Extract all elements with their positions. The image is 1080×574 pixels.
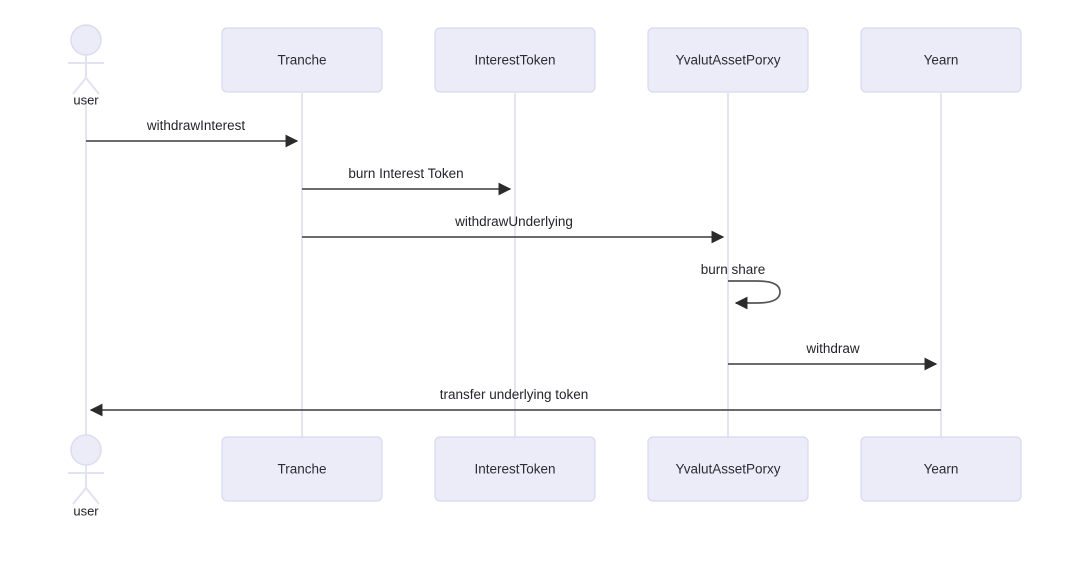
- participant-box-tranche-top[interactable]: Tranche: [221, 27, 383, 93]
- participant-box-tranche-bottom[interactable]: Tranche: [221, 436, 383, 502]
- actor-label-top: user: [73, 92, 99, 107]
- participant-label-yvalutassetporxy-top: YvalutAssetPorxy: [675, 53, 780, 68]
- message-label-withdraw: withdraw: [805, 341, 860, 356]
- participant-box-yvalutassetporxy-top[interactable]: YvalutAssetPorxy: [647, 27, 809, 93]
- participant-label-yvalutassetporxy-bottom: YvalutAssetPorxy: [675, 462, 780, 477]
- participant-rect: [434, 436, 596, 502]
- participant-label-yearn-bottom: Yearn: [924, 462, 959, 477]
- actor-leg-left-icon: [72, 487, 87, 505]
- message-label-burn-share: burn share: [701, 262, 766, 277]
- participant-rect: [647, 436, 809, 502]
- participant-rect: [860, 27, 1022, 93]
- message-label-withdrawunderlying: withdrawUnderlying: [454, 214, 573, 229]
- lifelines-group: [85, 93, 942, 437]
- participant-box-yearn-bottom[interactable]: Yearn: [860, 436, 1022, 502]
- actor-head-icon: [70, 434, 102, 466]
- participant-label-interesttoken-top: InterestToken: [474, 53, 555, 68]
- message-label-withdrawinterest: withdrawInterest: [146, 118, 246, 133]
- actor-label-bottom: user: [73, 503, 99, 518]
- message-burn-interest-token[interactable]: burn Interest Token: [302, 166, 512, 196]
- participant-label-interesttoken-bottom: InterestToken: [474, 462, 555, 477]
- actor-leg-left-icon: [72, 77, 87, 95]
- message-label-transfer-underlying-token: transfer underlying token: [440, 387, 589, 402]
- message-withdrawunderlying[interactable]: withdrawUnderlying: [302, 214, 725, 244]
- message-self-loop-arc: [728, 280, 781, 310]
- participant-boxes-bottom: Tranche InterestToken YvalutAssetPorxy Y…: [221, 436, 1022, 502]
- participant-label-tranche-bottom: Tranche: [277, 462, 326, 477]
- actor-user-top[interactable]: user: [68, 24, 104, 107]
- participant-rect: [434, 27, 596, 93]
- participant-label-yearn-top: Yearn: [924, 53, 959, 68]
- message-transfer-underlying-token[interactable]: transfer underlying token: [89, 387, 941, 417]
- messages-group: withdrawInterest burn Interest Token wit…: [86, 118, 941, 417]
- participant-box-interesttoken-bottom[interactable]: InterestToken: [434, 436, 596, 502]
- participant-rect: [221, 27, 383, 93]
- actor-head-icon: [70, 24, 102, 56]
- message-burn-share-self[interactable]: burn share: [701, 262, 781, 310]
- participant-boxes-top: Tranche InterestToken YvalutAssetPorxy Y…: [221, 27, 1022, 93]
- participant-box-yvalutassetporxy-bottom[interactable]: YvalutAssetPorxy: [647, 436, 809, 502]
- actor-leg-right-icon: [85, 77, 100, 95]
- participant-label-tranche-top: Tranche: [277, 53, 326, 68]
- participant-rect: [647, 27, 809, 93]
- participant-box-yearn-top[interactable]: Yearn: [860, 27, 1022, 93]
- participant-box-interesttoken-top[interactable]: InterestToken: [434, 27, 596, 93]
- participant-rect: [221, 436, 383, 502]
- actor-user-bottom[interactable]: user: [68, 434, 104, 518]
- actor-leg-right-icon: [85, 487, 100, 505]
- message-withdraw[interactable]: withdraw: [728, 341, 938, 371]
- message-label-burn-interest-token: burn Interest Token: [348, 166, 463, 181]
- message-withdrawinterest[interactable]: withdrawInterest: [86, 118, 299, 148]
- participant-rect: [860, 436, 1022, 502]
